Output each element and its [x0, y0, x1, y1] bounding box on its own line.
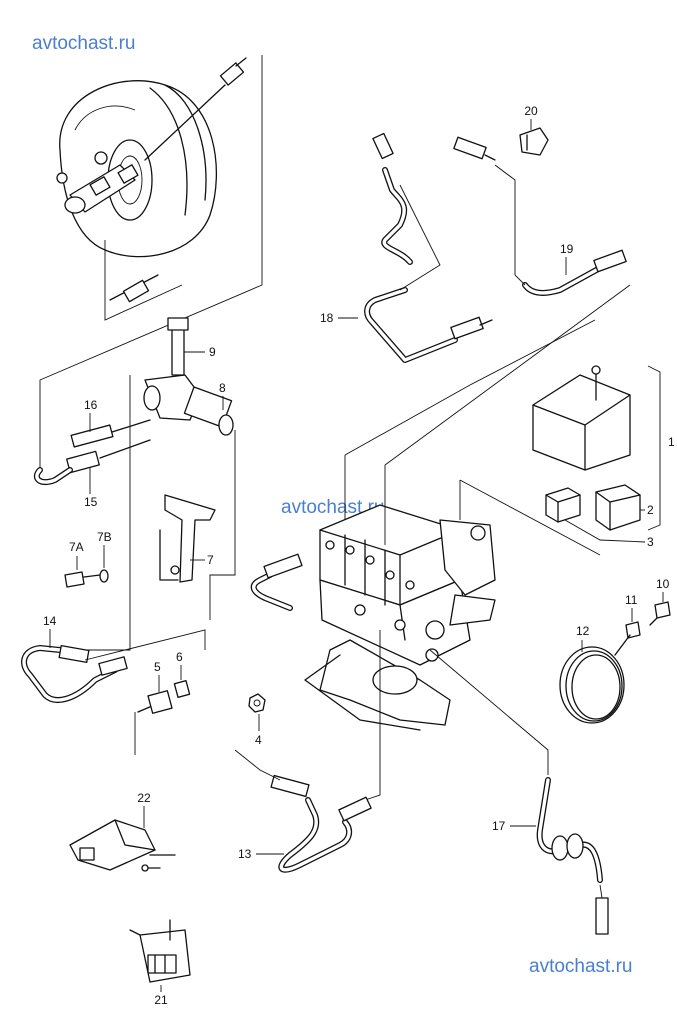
brake-pipe-17 — [536, 777, 609, 935]
bolt-7a-washer-7b — [64, 569, 109, 588]
callout-3: 3 — [647, 535, 654, 549]
coil-pipe-12 — [559, 634, 631, 724]
relay-3 — [545, 487, 581, 523]
watermark-bottom: avtochast.ru — [529, 956, 633, 977]
abs-link-to-13 — [364, 630, 381, 801]
callout-2: 2 — [647, 503, 654, 517]
bracket-7 — [159, 494, 216, 583]
abs-hydraulic-unit — [304, 504, 496, 731]
callout-21: 21 — [154, 993, 168, 1007]
clip-22 — [69, 819, 176, 872]
abs-link-to-19 — [384, 284, 631, 466]
callout-1: 1 — [668, 435, 675, 449]
callout-6: 6 — [176, 650, 183, 664]
booster-line-fittings — [109, 57, 247, 303]
relay-2 — [595, 484, 641, 531]
callout-11: 11 — [625, 593, 638, 607]
fitting-5-6 — [137, 680, 191, 714]
callout-7: 7 — [207, 553, 214, 567]
brake-pipe-13 — [270, 774, 372, 873]
brake-pipe-14 — [21, 645, 128, 703]
abs-link-to-17 — [429, 649, 549, 775]
callout-17: 17 — [492, 819, 506, 833]
watermark-middle: avtochast.ru — [281, 497, 385, 518]
pressure-valve-8 — [143, 317, 234, 436]
callout-12: 12 — [576, 624, 590, 638]
pipe-13-link — [234, 749, 281, 781]
bracket-1 — [647, 365, 661, 531]
callout-19: 19 — [560, 242, 574, 256]
fitting-10 — [649, 601, 671, 626]
pipe-18-link — [399, 184, 441, 291]
brake-booster — [56, 80, 218, 258]
callout-14: 14 — [43, 614, 57, 628]
callout-5: 5 — [154, 660, 161, 674]
clip-20 — [519, 127, 549, 156]
callout-16: 16 — [84, 398, 98, 412]
callout-9: 9 — [209, 345, 216, 359]
valve-bracket-line — [38, 375, 131, 651]
callout-10: 10 — [656, 577, 670, 591]
callout-4: 4 — [255, 733, 262, 747]
callout-7a: 7A — [69, 540, 84, 554]
abs-cover-1 — [532, 365, 631, 471]
callout-22: 22 — [137, 791, 151, 805]
brake-pipe-18 — [364, 132, 493, 363]
relay-link — [459, 479, 601, 556]
callout-7b: 7B — [97, 530, 112, 544]
pipe-valve-to-abs — [250, 553, 303, 611]
valve-line-link — [209, 430, 236, 620]
fitting-11 — [625, 621, 641, 639]
callout-18: 18 — [320, 311, 334, 325]
brake-pipe-19 — [453, 136, 627, 296]
pipe-14-link — [84, 629, 206, 661]
callout-13: 13 — [238, 847, 252, 861]
callout-15: 15 — [84, 495, 98, 509]
callout-20: 20 — [524, 104, 538, 118]
fittings-15-16 — [33, 419, 151, 486]
watermark-top: avtochast.ru — [32, 33, 136, 54]
pipe-19-link — [494, 164, 526, 286]
nut-4 — [248, 693, 266, 713]
clip-21 — [129, 919, 191, 983]
booster-bracket-lines — [39, 55, 263, 470]
pipe-17-end — [599, 884, 603, 899]
leader-3 — [564, 519, 646, 543]
callout-8: 8 — [219, 381, 226, 395]
